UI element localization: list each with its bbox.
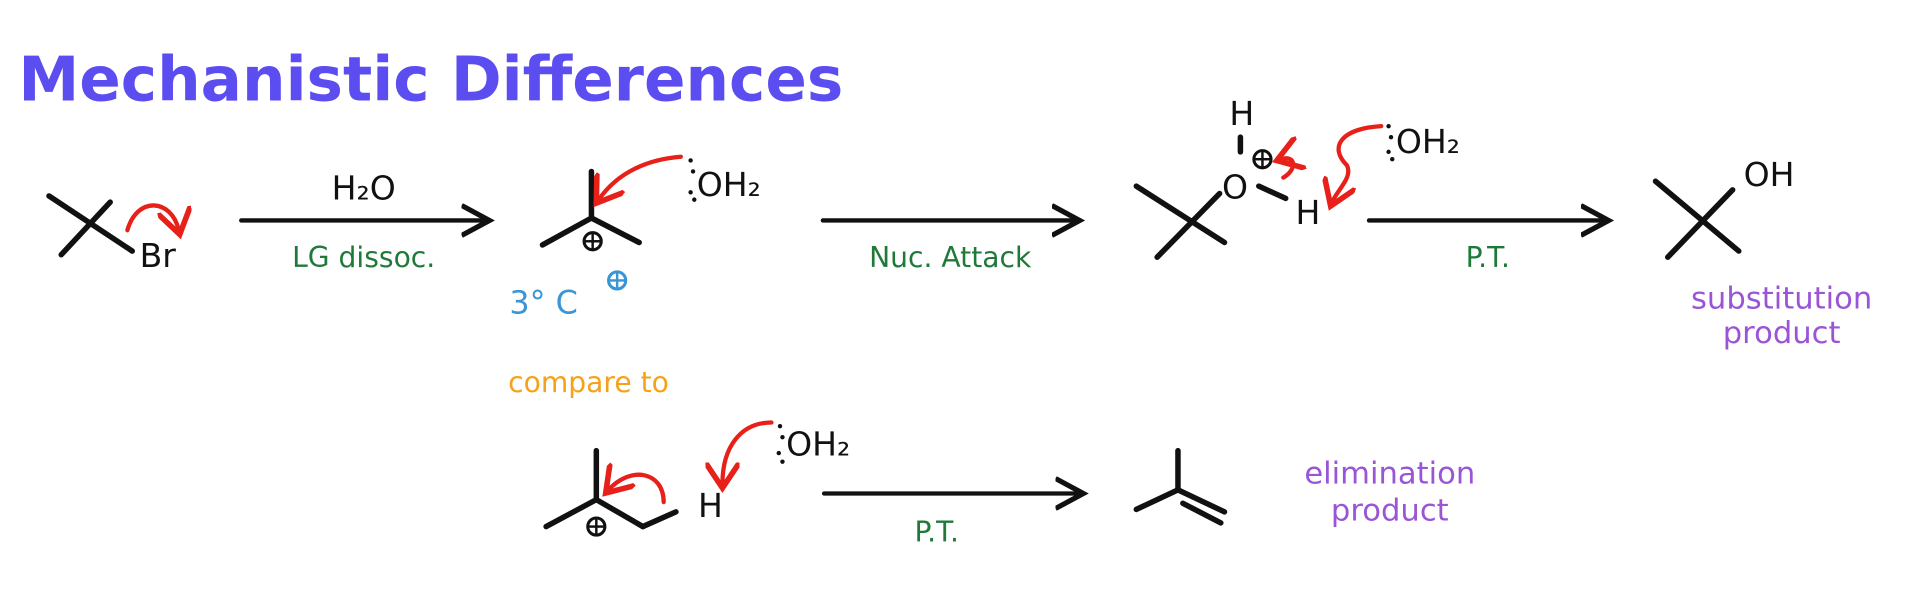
positive-charge-icon (586, 516, 607, 537)
oxonium-h-right: H (1296, 193, 1321, 232)
water-base-elimination: OH₂ (786, 425, 850, 464)
substitution-label-line1: substitution (1691, 282, 1872, 317)
curved-arrow-lg-leaving (125, 203, 178, 230)
positive-charge-icon (1252, 149, 1273, 170)
water-lone-pairs-icon (688, 158, 697, 202)
substitution-label-line2: product (1723, 316, 1841, 351)
tert-butanol-product: OH (1652, 155, 1795, 260)
tert-butyl-carbocation (539, 168, 642, 252)
bromine-label: Br (140, 236, 177, 275)
positive-charge-icon (607, 270, 628, 291)
oxonium-oxygen: O (1222, 167, 1248, 206)
tert-butyl-bromide: Br (46, 193, 177, 275)
curved-arrow-base-attack (722, 420, 774, 483)
carbocation-note-text: 3° C (509, 284, 578, 322)
water-lone-pairs-icon (1386, 123, 1395, 162)
hydroxyl-label: OH (1744, 155, 1795, 194)
step-label-proton-transfer-2: P.T. (915, 515, 959, 548)
oxonium-h-top: H (1229, 94, 1254, 133)
curved-arrow-bond-break (1281, 158, 1293, 180)
elimination-label-line1: elimination (1304, 457, 1475, 492)
oxonium-intermediate: H O H (1133, 94, 1321, 260)
beta-hydrogen: H (698, 486, 723, 525)
water-nucleophile: OH₂ (697, 165, 761, 204)
elimination-label-line2: product (1331, 493, 1449, 528)
compare-label: compare to (508, 366, 669, 399)
step-label-proton-transfer: P.T. (1466, 241, 1510, 274)
curved-arrow-nucleophile (599, 154, 683, 200)
water-base: OH₂ (1396, 122, 1460, 161)
tertiary-carbocation-note: 3° C (509, 270, 628, 322)
water-lone-pairs-icon (776, 423, 785, 464)
carbocation-elimination (543, 447, 679, 537)
curved-arrow-pi-bond-form (609, 475, 666, 505)
curved-arrow-deprotonation (1332, 124, 1384, 202)
positive-charge-icon (582, 231, 603, 252)
step-label-lg-dissoc: LG dissoc. (292, 241, 435, 274)
isobutylene-product (1133, 447, 1228, 526)
page-title: Mechanistic Differences (18, 44, 843, 115)
reagent-water: H₂O (332, 169, 396, 208)
step-label-nuc-attack: Nuc. Attack (869, 241, 1032, 274)
